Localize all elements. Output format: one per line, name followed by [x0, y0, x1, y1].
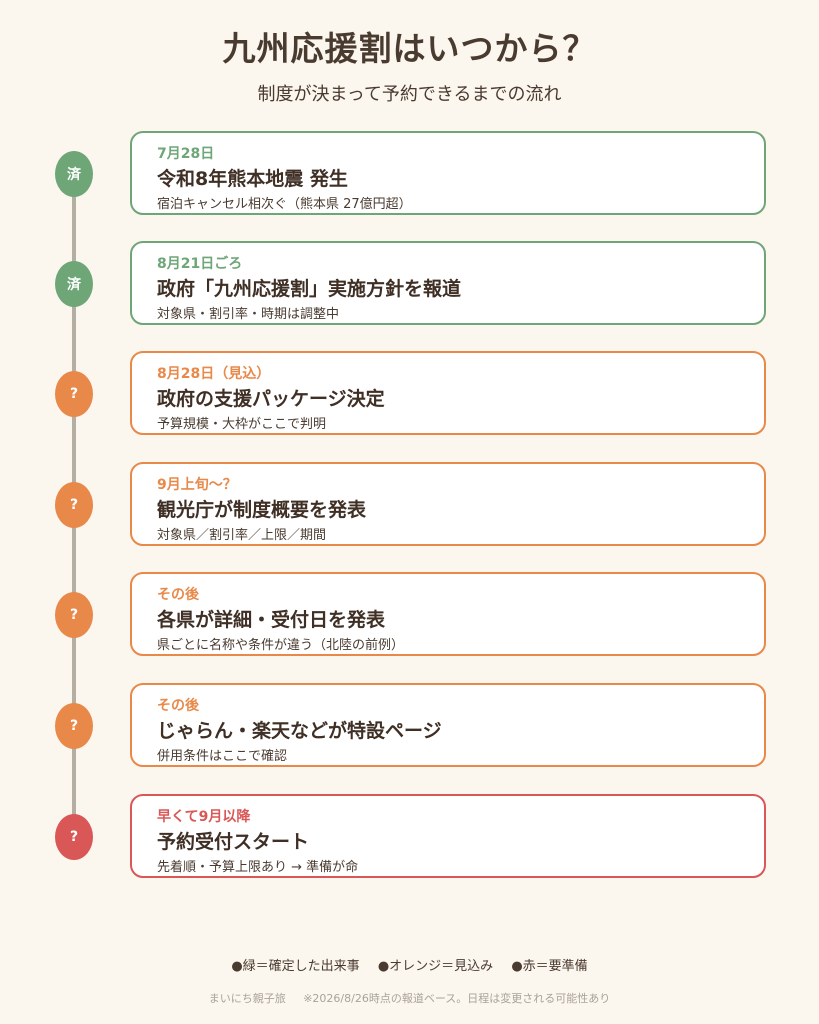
status-marker-label: ?	[69, 718, 79, 734]
footer-brand: まいにち親子旅	[208, 992, 286, 1005]
legend-done: ●緑＝確定した出来事	[231, 959, 360, 974]
timeline-card: その後 各県が詳細・受付日を発表 県ごとに名称や条件が違う（北陸の前例）	[130, 572, 766, 656]
timeline-card: 8月28日（見込） 政府の支援パッケージ決定 予算規模・大枠がここで判明	[130, 351, 766, 435]
card-date: 8月21日ごろ	[157, 256, 243, 272]
timeline-card: 早くて9月以降 予約受付スタート 先着順・予算上限あり → 準備が命	[130, 794, 766, 878]
card-date: 9月上旬〜？	[157, 477, 237, 493]
card-date: 7月28日	[157, 146, 215, 162]
status-marker: ?	[55, 482, 93, 528]
card-date: その後	[157, 587, 199, 603]
card-description: 予算規模・大枠がここで判明	[157, 417, 327, 432]
card-description: 対象県・割引率・時期は調整中	[157, 307, 340, 322]
status-marker: ?	[55, 703, 93, 749]
status-marker-label: ?	[69, 386, 79, 402]
status-marker: ?	[55, 592, 93, 638]
card-description: 県ごとに名称や条件が違う（北陸の前例）	[157, 638, 405, 653]
status-marker-label: ?	[69, 497, 79, 513]
card-title: 予約受付スタート	[157, 831, 310, 853]
card-title: 政府の支援パッケージ決定	[157, 388, 385, 410]
card-description: 宿泊キャンセル相次ぐ（熊本県 27億円超）	[157, 197, 412, 212]
legend: ●緑＝確定した出来事 ●オレンジ＝見込み ●赤＝要準備	[0, 955, 819, 974]
card-date: 早くて9月以降	[157, 809, 251, 825]
card-date: 8月28日（見込）	[157, 366, 271, 382]
timeline-card: 8月21日ごろ 政府「九州応援割」実施方針を報道 対象県・割引率・時期は調整中	[130, 241, 766, 325]
card-title: 各県が詳細・受付日を発表	[157, 609, 386, 631]
legend-expected: ●オレンジ＝見込み	[377, 959, 494, 974]
card-description: 先着順・予算上限あり → 準備が命	[157, 860, 359, 875]
card-description: 対象県／割引率／上限／期間	[157, 528, 327, 543]
timeline-card: 7月28日 令和8年熊本地震 発生 宿泊キャンセル相次ぐ（熊本県 27億円超）	[130, 131, 766, 215]
card-description: 併用条件はここで確認	[157, 749, 288, 764]
status-marker: 済	[55, 151, 93, 197]
footer: まいにち親子旅 ※2026/8/26時点の報道ベース。日程は変更される可能性あり	[0, 990, 819, 1006]
card-date: その後	[157, 698, 199, 714]
status-marker-label: ?	[69, 829, 79, 845]
card-title: 観光庁が制度概要を発表	[157, 499, 367, 521]
page-title: 九州応援割はいつから？	[222, 29, 597, 68]
status-marker: ?	[55, 371, 93, 417]
timeline-card: 9月上旬〜？ 観光庁が制度概要を発表 対象県／割引率／上限／期間	[130, 462, 766, 546]
status-marker-label: 済	[67, 277, 81, 293]
status-marker: 済	[55, 261, 93, 307]
legend-prepare: ●赤＝要準備	[511, 959, 588, 974]
status-marker-label: ?	[69, 607, 79, 623]
footer-note: ※2026/8/26時点の報道ベース。日程は変更される可能性あり	[303, 992, 611, 1005]
card-title: 令和8年熊本地震 発生	[157, 168, 348, 190]
card-title: じゃらん・楽天などが特設ページ	[157, 720, 442, 742]
page-subtitle: 制度が決まって予約できるまでの流れ	[257, 84, 562, 105]
status-marker: ?	[55, 814, 93, 860]
status-marker-label: 済	[67, 167, 81, 183]
card-title: 政府「九州応援割」実施方針を報道	[157, 278, 462, 300]
timeline-card: その後 じゃらん・楽天などが特設ページ 併用条件はここで確認	[130, 683, 766, 767]
